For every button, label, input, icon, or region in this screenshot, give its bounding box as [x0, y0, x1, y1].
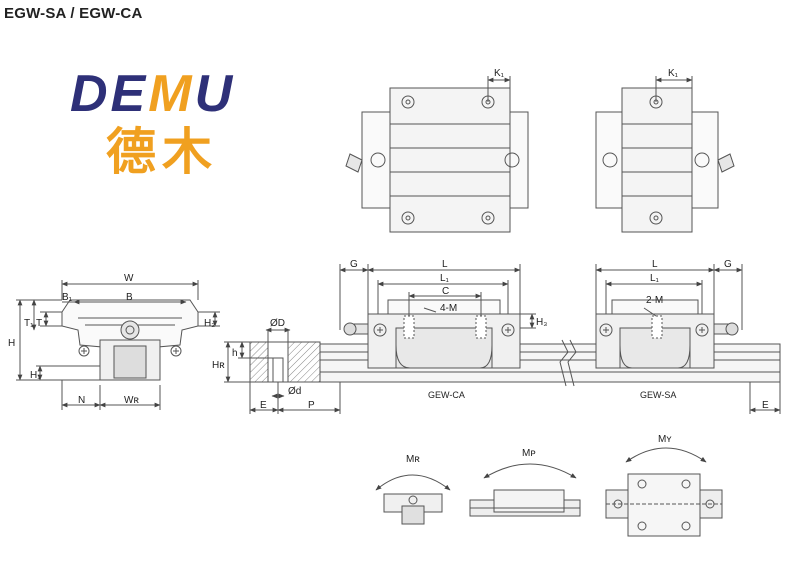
label-moment-MY: Mʏ	[658, 434, 672, 445]
label-H3: H₃	[536, 317, 547, 328]
label-L1-sa: L₁	[650, 273, 660, 284]
rail-section-view	[224, 327, 341, 414]
label-L1-ca: L₁	[440, 273, 450, 284]
label-h: h	[232, 348, 238, 359]
label-B: B	[126, 292, 133, 303]
label-E-right: E	[762, 400, 769, 411]
label-E-left: E	[260, 400, 267, 411]
label-H2: H₂	[204, 318, 215, 329]
page-title: EGW-SA / EGW-CA	[4, 5, 143, 22]
label-C: C	[442, 286, 449, 297]
label-HR: Hʀ	[212, 360, 225, 371]
label-T: T	[36, 318, 42, 329]
label-phid: Ød	[288, 386, 301, 397]
top-view-ca	[345, 76, 529, 233]
label-G-right: G	[724, 259, 732, 270]
label-W: W	[124, 273, 134, 284]
label-model-ca: GEW-CA	[428, 390, 465, 400]
label-WR: Wʀ	[124, 395, 139, 406]
label-T1: T₁	[24, 318, 34, 329]
logo-latin-text: DEMU	[70, 65, 236, 123]
moment-mr-diagram	[375, 474, 451, 525]
label-4M: 4-M	[440, 303, 457, 314]
label-2M: 2-M	[646, 295, 663, 306]
label-B1: B₁	[62, 292, 73, 303]
moment-mp-diagram	[469, 463, 581, 517]
label-H1: H₁	[30, 370, 41, 381]
side-view	[319, 264, 781, 414]
label-H: H	[8, 338, 15, 349]
label-N: N	[78, 395, 85, 406]
front-view	[16, 280, 220, 410]
moment-my-diagram	[605, 447, 723, 537]
label-moment-MR: Mʀ	[406, 454, 420, 465]
label-L-sa: L	[652, 259, 658, 270]
label-K1-sa: K₁	[668, 68, 679, 79]
label-P: P	[308, 400, 315, 411]
logo-chinese-text: 德木	[106, 123, 218, 181]
label-G-left: G	[350, 259, 358, 270]
label-model-sa: GEW-SA	[640, 390, 676, 400]
label-moment-MP: Mᴘ	[522, 448, 536, 459]
demu-logo: DEMU 德木	[70, 66, 270, 191]
top-view-sa	[595, 76, 735, 233]
label-phiD: ØD	[270, 318, 285, 329]
label-K1-ca: K₁	[494, 68, 505, 79]
label-L-ca: L	[442, 259, 448, 270]
